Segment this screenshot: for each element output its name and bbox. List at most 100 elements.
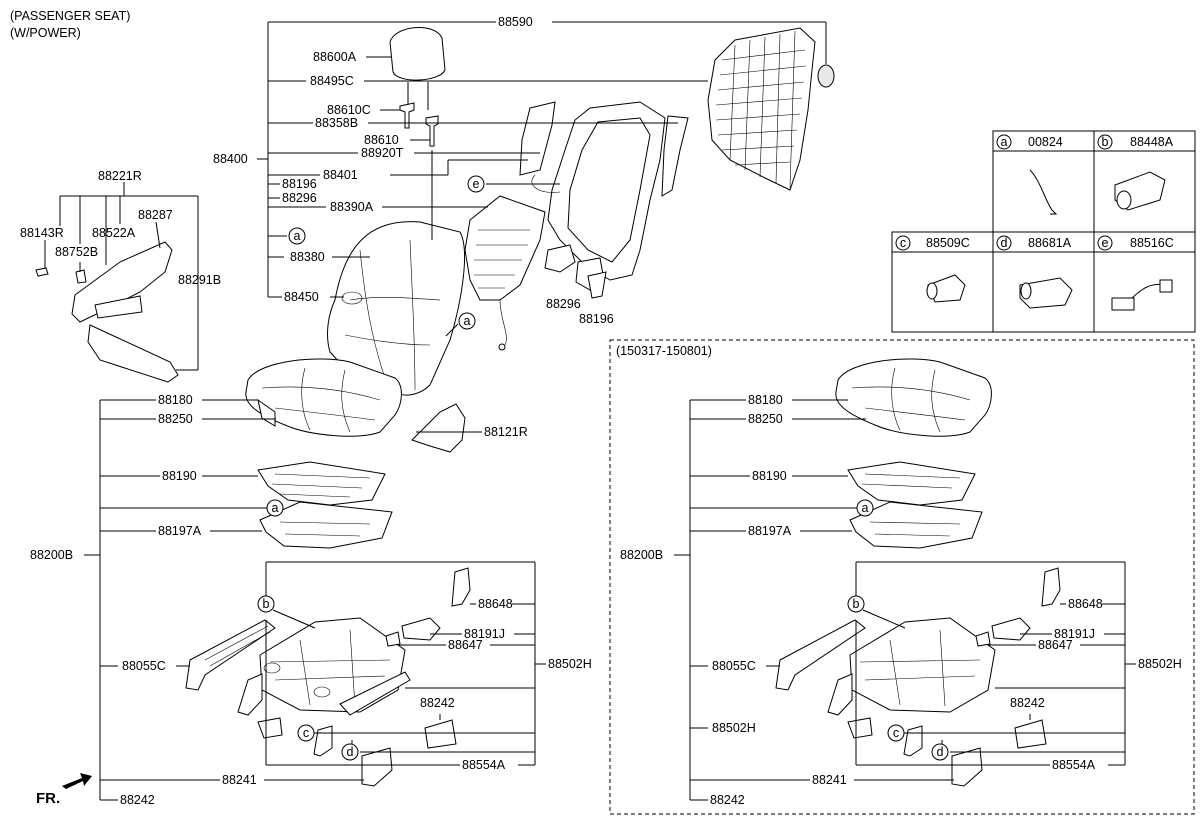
legend-part-c: 88509C <box>926 236 970 250</box>
variant-label-88502H-right: 88502H <box>1138 657 1182 671</box>
callout-a-back <box>288 227 306 245</box>
label-88296-back: 88296 <box>282 191 317 205</box>
lumbar-mat <box>464 195 546 301</box>
variant-label-88502H-left: 88502H <box>712 721 756 735</box>
variant-section: (150317-150801) <box>609 339 1195 815</box>
variant-label-88197A: 88197A <box>748 524 792 538</box>
label-88400: 88400 <box>213 152 248 166</box>
callouts-main: e a a a b c d <box>257 175 485 761</box>
label-88241: 88241 <box>222 773 257 787</box>
back-frame-illustration <box>519 101 689 299</box>
label-88190: 88190 <box>162 469 197 483</box>
callout-a-back-letter: a <box>294 229 301 243</box>
variant-label-88055C: 88055C <box>712 659 756 673</box>
callout-b-letter: b <box>263 597 270 611</box>
legend-letter-d: d <box>1001 236 1008 250</box>
seat-cushion-illustration <box>245 358 402 437</box>
motor-drawing-c <box>927 274 966 303</box>
callout-a-seat <box>266 499 284 517</box>
motor-drawing-d <box>1019 277 1073 309</box>
leader-lines-main <box>44 21 827 801</box>
callout-a-seat-letter: a <box>272 501 279 515</box>
label-88610: 88610 <box>364 133 399 147</box>
label-88380: 88380 <box>290 250 325 264</box>
variant-label-88242-track: 88242 <box>1010 696 1045 710</box>
wire-clip-drawing <box>1029 169 1058 215</box>
label-88920T: 88920T <box>361 146 404 160</box>
part-labels-main: 88590 88600A 88495C 88610C 88358B 88610 … <box>20 15 614 807</box>
variant-label-88200B: 88200B <box>620 548 663 562</box>
label-88648: 88648 <box>478 597 513 611</box>
label-88590: 88590 <box>498 15 533 29</box>
label-88180: 88180 <box>158 393 193 407</box>
legend-part-e: 88516C <box>1130 236 1174 250</box>
variant-label-88241: 88241 <box>812 773 847 787</box>
seat-track-illustration-left <box>185 567 471 787</box>
front-label: FR. <box>36 790 60 807</box>
legend-part-a: 00824 <box>1028 135 1063 149</box>
legend-letter-b: b <box>1102 135 1109 149</box>
variant-label-88242-bottom: 88242 <box>710 793 745 807</box>
headrest-illustration <box>389 26 446 147</box>
label-88287: 88287 <box>138 208 173 222</box>
recline-lever <box>451 567 471 607</box>
callout-d-letter: d <box>347 745 354 759</box>
legend-letter-a: a <box>1001 135 1008 149</box>
label-88242-track: 88242 <box>420 696 455 710</box>
legend-table: a 00824 b 88448A c 88509C d 88681A e 885… <box>891 130 1196 333</box>
headrest-guide <box>399 102 415 129</box>
callout-b <box>257 595 275 613</box>
label-88296-frame: 88296 <box>546 297 581 311</box>
variant-label-88191J: 88191J <box>1054 627 1095 641</box>
label-88522A: 88522A <box>92 226 136 240</box>
label-88390A: 88390A <box>330 200 374 214</box>
callout-c-letter: c <box>303 726 309 740</box>
label-88554A: 88554A <box>462 758 506 772</box>
side-airbag-module <box>519 101 556 176</box>
label-88502H: 88502H <box>548 657 592 671</box>
variant-label-88554A: 88554A <box>1052 758 1096 772</box>
variant-callout-a: a <box>862 501 869 515</box>
legend-part-d: 88681A <box>1028 236 1072 250</box>
back-panel-illustration <box>707 27 835 191</box>
legend-letter-c: c <box>900 236 906 250</box>
variant-callout-d: d <box>937 745 944 759</box>
variant-label-88647: 88647 <box>1038 638 1073 652</box>
label-88055C: 88055C <box>122 659 166 673</box>
variant-callout-c: c <box>893 726 899 740</box>
diagram-title: (PASSENGER SEAT) <box>10 9 130 23</box>
variant-label-88180: 88180 <box>748 393 783 407</box>
label-88196-back: 88196 <box>282 177 317 191</box>
label-88600A: 88600A <box>313 50 357 64</box>
label-88250: 88250 <box>158 412 193 426</box>
callout-d <box>341 743 359 761</box>
variant-dashed-border <box>609 339 1195 815</box>
label-88610C: 88610C <box>327 103 371 117</box>
callout-a-cushion-letter: a <box>464 314 471 328</box>
front-direction-marker: FR. <box>36 773 92 807</box>
seat-mats-illustration <box>257 461 393 549</box>
side-bracket <box>661 115 689 197</box>
legend-part-b: 88448A <box>1130 135 1174 149</box>
side-shield-illustration <box>411 403 466 453</box>
label-88191J: 88191J <box>464 627 505 641</box>
callout-a-cushion <box>458 312 476 330</box>
label-88196-frame: 88196 <box>579 312 614 326</box>
label-88450: 88450 <box>284 290 319 304</box>
label-88242-bottom: 88242 <box>120 793 155 807</box>
label-88143R: 88143R <box>20 226 64 240</box>
variant-label-88250: 88250 <box>748 412 783 426</box>
legend-letter-e: e <box>1102 236 1109 250</box>
label-88358B: 88358B <box>315 116 358 130</box>
front-arrow-icon <box>62 773 92 789</box>
diagram-subtitle: (W/POWER) <box>10 26 81 40</box>
label-88197A: 88197A <box>158 524 202 538</box>
callout-e-letter: e <box>473 177 480 191</box>
label-88221R: 88221R <box>98 169 142 183</box>
callout-e <box>467 175 485 193</box>
variant-label-88648: 88648 <box>1068 597 1103 611</box>
recliner-knob <box>817 64 835 88</box>
variant-label-88190: 88190 <box>752 469 787 483</box>
armrest-illustration <box>35 241 179 383</box>
